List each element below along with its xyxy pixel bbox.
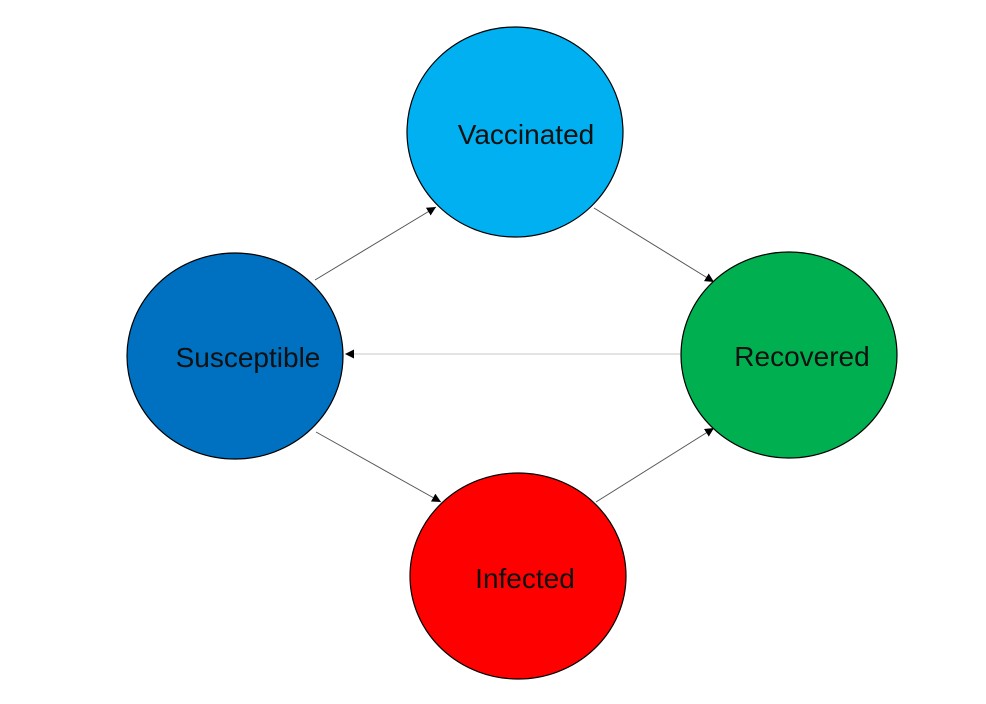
node-vaccinated-circle xyxy=(406,26,624,238)
node-recovered: Recovered xyxy=(680,251,898,459)
edge-susceptible-to-vaccinated xyxy=(314,206,437,281)
node-infected-label: Infected xyxy=(475,563,575,594)
node-infected-circle xyxy=(409,472,627,680)
node-recovered-label: Recovered xyxy=(734,341,869,372)
edge-infected-to-recovered xyxy=(595,427,715,503)
edge-vaccinated-to-recovered xyxy=(593,207,715,283)
node-vaccinated: Vaccinated xyxy=(406,26,624,238)
node-infected: Infected xyxy=(409,472,627,680)
node-recovered-circle xyxy=(680,251,898,459)
edge-susceptible-to-infected xyxy=(315,431,442,503)
node-susceptible: Susceptible xyxy=(126,252,344,460)
edges xyxy=(314,206,715,503)
node-susceptible-label: Susceptible xyxy=(176,342,321,373)
node-susceptible-circle xyxy=(126,252,344,460)
node-vaccinated-label: Vaccinated xyxy=(458,119,594,150)
